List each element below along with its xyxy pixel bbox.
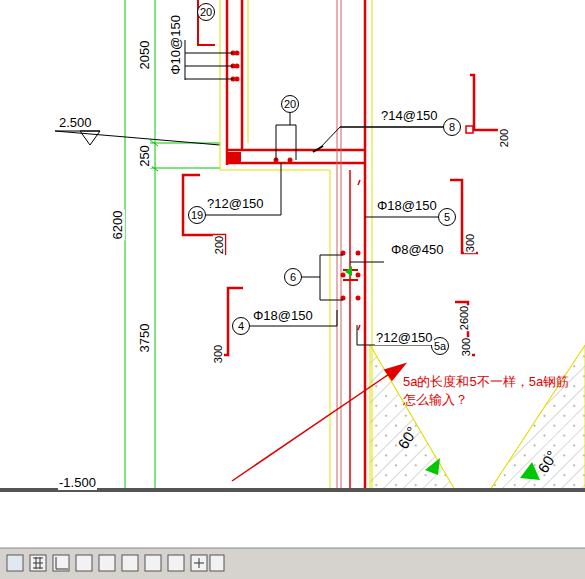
dimension-text: ?12@150 [375,331,434,345]
dimension-text: Φ10@150 [169,14,183,76]
dimension-text: 2050 [138,40,152,71]
leader-line [340,127,443,128]
dimension-text: 3750 [138,323,152,354]
dimension-text: 300 [212,344,224,364]
dimension-text: 6200 [111,210,125,241]
tie-mark [345,266,352,276]
dimension-text: 250 [138,144,152,168]
dimension-text: Φ8@450 [390,243,445,257]
cad-command-area [0,488,585,579]
dimension-text: 300 [460,337,472,357]
callout-number: 5 [444,211,450,223]
callout-circle: 6 [284,268,302,286]
callout-number: 19 [191,209,203,221]
dimension-text: 200 [213,235,225,255]
dimension-text: 2.500 [58,116,93,130]
callout-circle: 5 [438,208,456,226]
callout-circle: 20 [197,3,215,21]
question-note: 5a的长度和5不一样，5a钢筋怎么输入？ [402,373,582,408]
callout-circle: 20 [281,95,299,113]
dimension-text: Φ18@150 [376,199,438,213]
dimension-text: 300 [464,233,476,253]
callout-circle: 5a [431,337,449,355]
callout-number: 4 [238,320,244,332]
callout-circle: 4 [232,317,250,335]
dimension-text: ?12@150 [206,197,265,211]
dimension-text: 200 [498,128,510,148]
axis-lines [125,0,220,490]
dimension-text: -1.500 [58,476,97,490]
leader-lines [185,40,443,345]
callout-number: 5a [434,340,446,352]
status-icons [7,555,224,571]
wall-rebar [198,0,365,490]
bar-dots [231,51,361,301]
callout-circle: 8 [443,118,461,136]
concrete-outline [220,0,372,490]
dimension-text: ?14@150 [380,109,439,123]
callout-number: 20 [200,6,212,18]
question-arrow [232,364,405,481]
callout-number: 8 [449,121,455,133]
soil-hatch [370,345,585,490]
callout-circle: 19 [188,206,206,224]
dimension-text: Φ18@150 [252,309,314,323]
callout-number: 6 [290,271,296,283]
level-mark [55,131,220,490]
bar-shapes [183,75,510,355]
callout-number: 20 [284,98,296,110]
dimension-text: 2600 [458,305,470,331]
